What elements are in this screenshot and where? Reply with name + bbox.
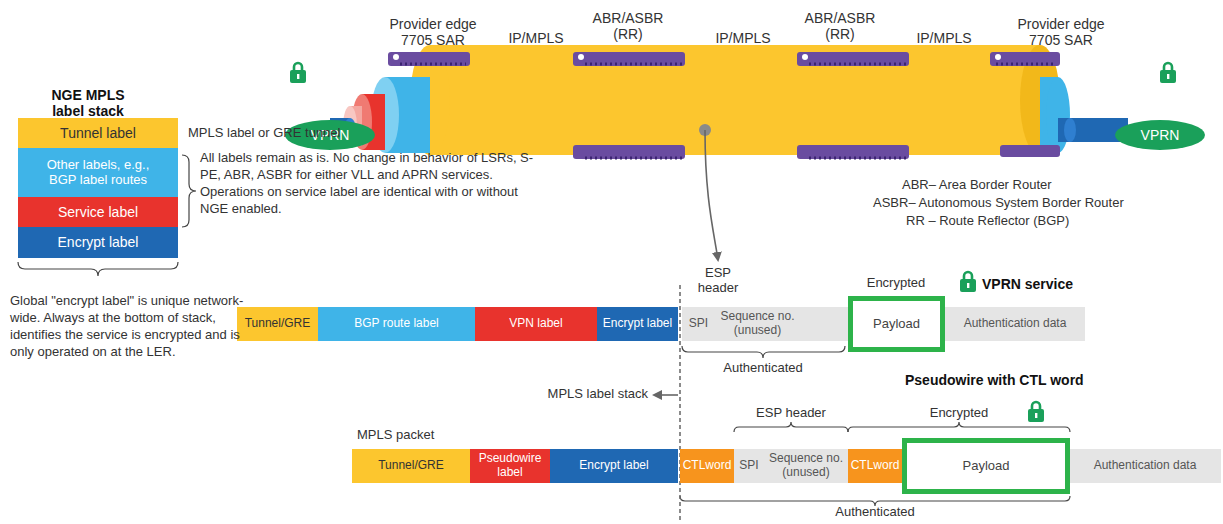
router-label: Provider edge 7705 SAR: [383, 16, 483, 48]
packet-cell: SPI: [734, 449, 764, 483]
packet-cell: Encrypt label: [597, 307, 678, 341]
abbreviation: ASBR– Autonomous System Border Router: [873, 196, 1124, 211]
router-label: ABR/ASBR (RR): [588, 10, 668, 42]
box-text: Service label: [58, 204, 138, 220]
pointer-label: MPLS label stack: [530, 387, 648, 402]
packet-cell: Sequence no. (unused): [715, 307, 800, 341]
packet-cell: SPI: [682, 307, 715, 341]
packet-cell: Tunnel/GRE: [352, 449, 470, 483]
box-text: VPN label: [509, 317, 562, 331]
router-label: ABR/ASBR (RR): [800, 10, 880, 42]
box-text: Sequence no. (unused): [768, 452, 844, 480]
network-label: IP/MPLS: [703, 30, 783, 46]
packet-cell: Authentication data: [945, 307, 1085, 341]
box-text: Authentication data: [964, 317, 1067, 331]
note-text: MPLS label or GRE tunnel: [188, 125, 340, 142]
box-text: SPI: [689, 317, 708, 331]
packet-cell: Pseudowire label: [470, 449, 550, 483]
router-label: Provider edge 7705 SAR: [1011, 16, 1111, 48]
section-label: ESP header: [688, 266, 748, 296]
packet-cell: Tunnel/GRE: [237, 307, 318, 341]
section-label: Encrypted: [856, 276, 936, 291]
box-text: Pseudowire label: [474, 452, 546, 480]
note-text: All labels remain as is. No change in be…: [200, 150, 535, 218]
note-text: Global "encrypt label" is unique network…: [10, 293, 255, 361]
stack-label-box: Other labels, e.g., BGP label routes: [18, 148, 178, 197]
section-label: Authenticated: [825, 505, 925, 520]
box-text: SPI: [739, 459, 758, 473]
box-text: VPRN: [1141, 127, 1180, 143]
box-text: Tunnel/GRE: [378, 459, 444, 473]
payload-box: Payload: [902, 438, 1070, 494]
network-label: IP/MPLS: [904, 30, 984, 46]
box-text: Encrypt label: [58, 234, 139, 250]
stack-label-box: Service label: [18, 197, 178, 227]
vprn-oval: VPRN: [1115, 120, 1205, 150]
row-title: VPRN service: [982, 276, 1073, 292]
packet-cell: Authentication data: [1070, 449, 1220, 483]
box-text: Payload: [873, 317, 920, 332]
stack-heading: NGE MPLS label stack: [38, 87, 138, 119]
payload-box: Payload: [848, 296, 945, 352]
stack-label-box: Encrypt label: [18, 227, 178, 258]
box-text: CTLword: [683, 459, 732, 473]
box-text: Payload: [963, 459, 1010, 474]
row-label: MPLS packet: [357, 428, 434, 443]
abbreviation: RR – Route Reflector (BGP): [906, 214, 1069, 229]
packet-cell: CTLword: [848, 449, 902, 483]
section-label: ESP header: [751, 406, 831, 421]
box-text: Encrypt label: [603, 317, 672, 331]
stack-label-box: Tunnel label: [18, 118, 178, 148]
box-text: Other labels, e.g., BGP label routes: [42, 158, 154, 188]
box-text: Tunnel/GRE: [245, 317, 311, 331]
box-text: Sequence no. (unused): [719, 310, 796, 338]
section-label: Authenticated: [713, 361, 813, 376]
box-text: Authentication data: [1094, 459, 1197, 473]
box-text: Tunnel label: [60, 125, 136, 141]
packet-cell: Sequence no. (unused): [764, 449, 848, 483]
network-label: IP/MPLS: [496, 30, 576, 46]
row-title: Pseudowire with CTL word: [905, 372, 1084, 388]
packet-cell: BGP route label: [318, 307, 475, 341]
packet-cell: Encrypt label: [550, 449, 678, 483]
box-text: BGP route label: [354, 317, 439, 331]
box-text: Encrypt label: [579, 459, 648, 473]
section-label: Encrypted: [919, 406, 999, 421]
packet-cell: CTLword: [680, 449, 734, 483]
packet-cell: VPN label: [475, 307, 597, 341]
box-text: CTLword: [851, 459, 900, 473]
abbreviation: ABR– Area Border Router: [902, 178, 1052, 193]
